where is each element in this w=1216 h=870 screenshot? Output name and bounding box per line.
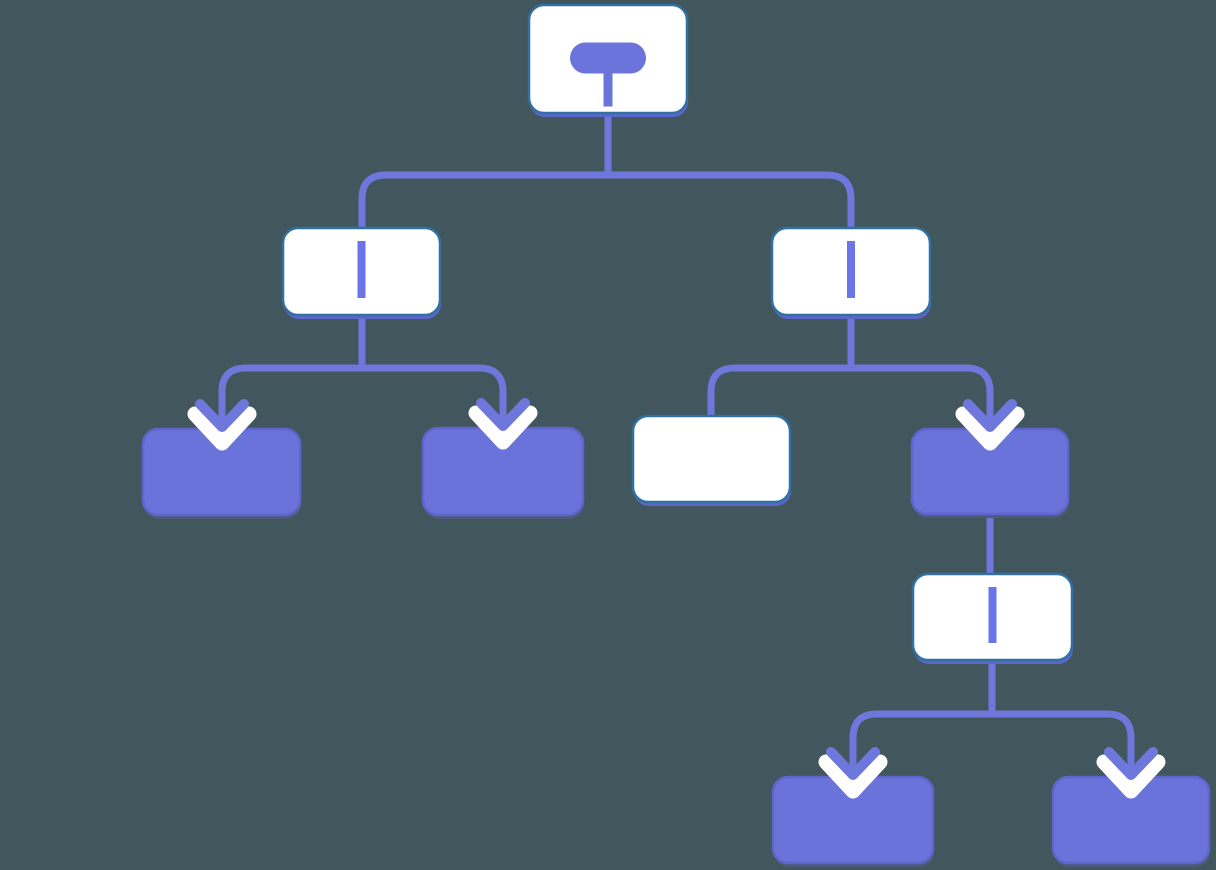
chevron-white-icon [955,406,1025,451]
connector-bar-bottom-split [849,710,1135,775]
chevron-purple-icon [963,399,1017,432]
chevron-white-icon [468,405,538,450]
node-child-plain[interactable] [631,414,792,504]
chevron-white-icon [187,406,257,451]
chevron-purple-icon [826,747,880,780]
connector-bar-top [358,171,855,232]
chevron-purple-icon [195,399,249,432]
divider-icon [357,241,366,298]
connector-bar-right-split [707,364,994,427]
divider-icon [847,241,855,298]
divider-icon [988,587,997,643]
chevron-white-icon [1096,754,1166,799]
connector-bar-left-split [218,364,507,427]
chevron-purple-icon [1104,747,1158,780]
root-pill-stem [603,58,613,107]
chevron-white-icon [818,754,888,799]
chevron-purple-icon [476,398,530,431]
